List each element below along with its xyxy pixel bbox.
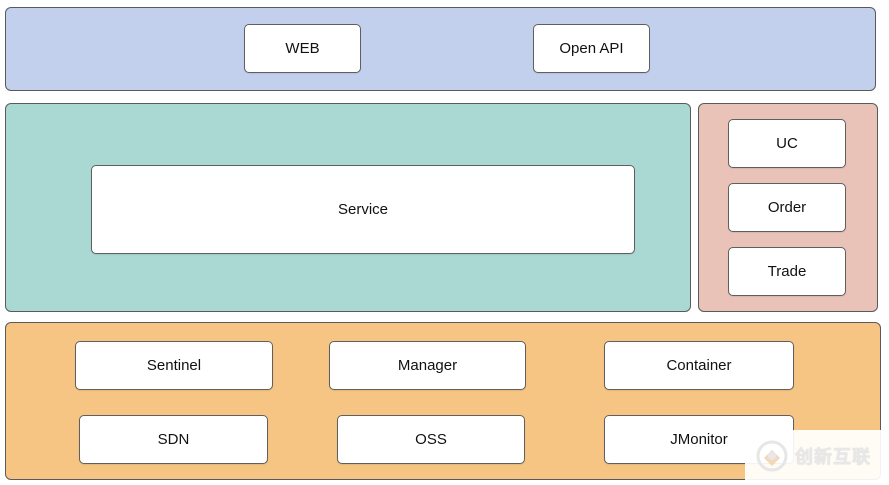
open-api-box: Open API <box>533 24 650 73</box>
sentinel-box: Sentinel <box>75 341 273 390</box>
uc-box: UC <box>728 119 846 168</box>
sdn-box: SDN <box>79 415 268 464</box>
top-layer <box>5 7 876 91</box>
watermark-logo-icon <box>755 439 789 473</box>
order-box: Order <box>728 183 846 232</box>
service-box: Service <box>91 165 635 254</box>
web-box: WEB <box>244 24 361 73</box>
manager-box: Manager <box>329 341 526 390</box>
trade-box: Trade <box>728 247 846 296</box>
watermark: 创新互联 <box>745 430 889 482</box>
container-box: Container <box>604 341 794 390</box>
watermark-text: 创新互联 <box>795 447 871 468</box>
oss-box: OSS <box>337 415 525 464</box>
